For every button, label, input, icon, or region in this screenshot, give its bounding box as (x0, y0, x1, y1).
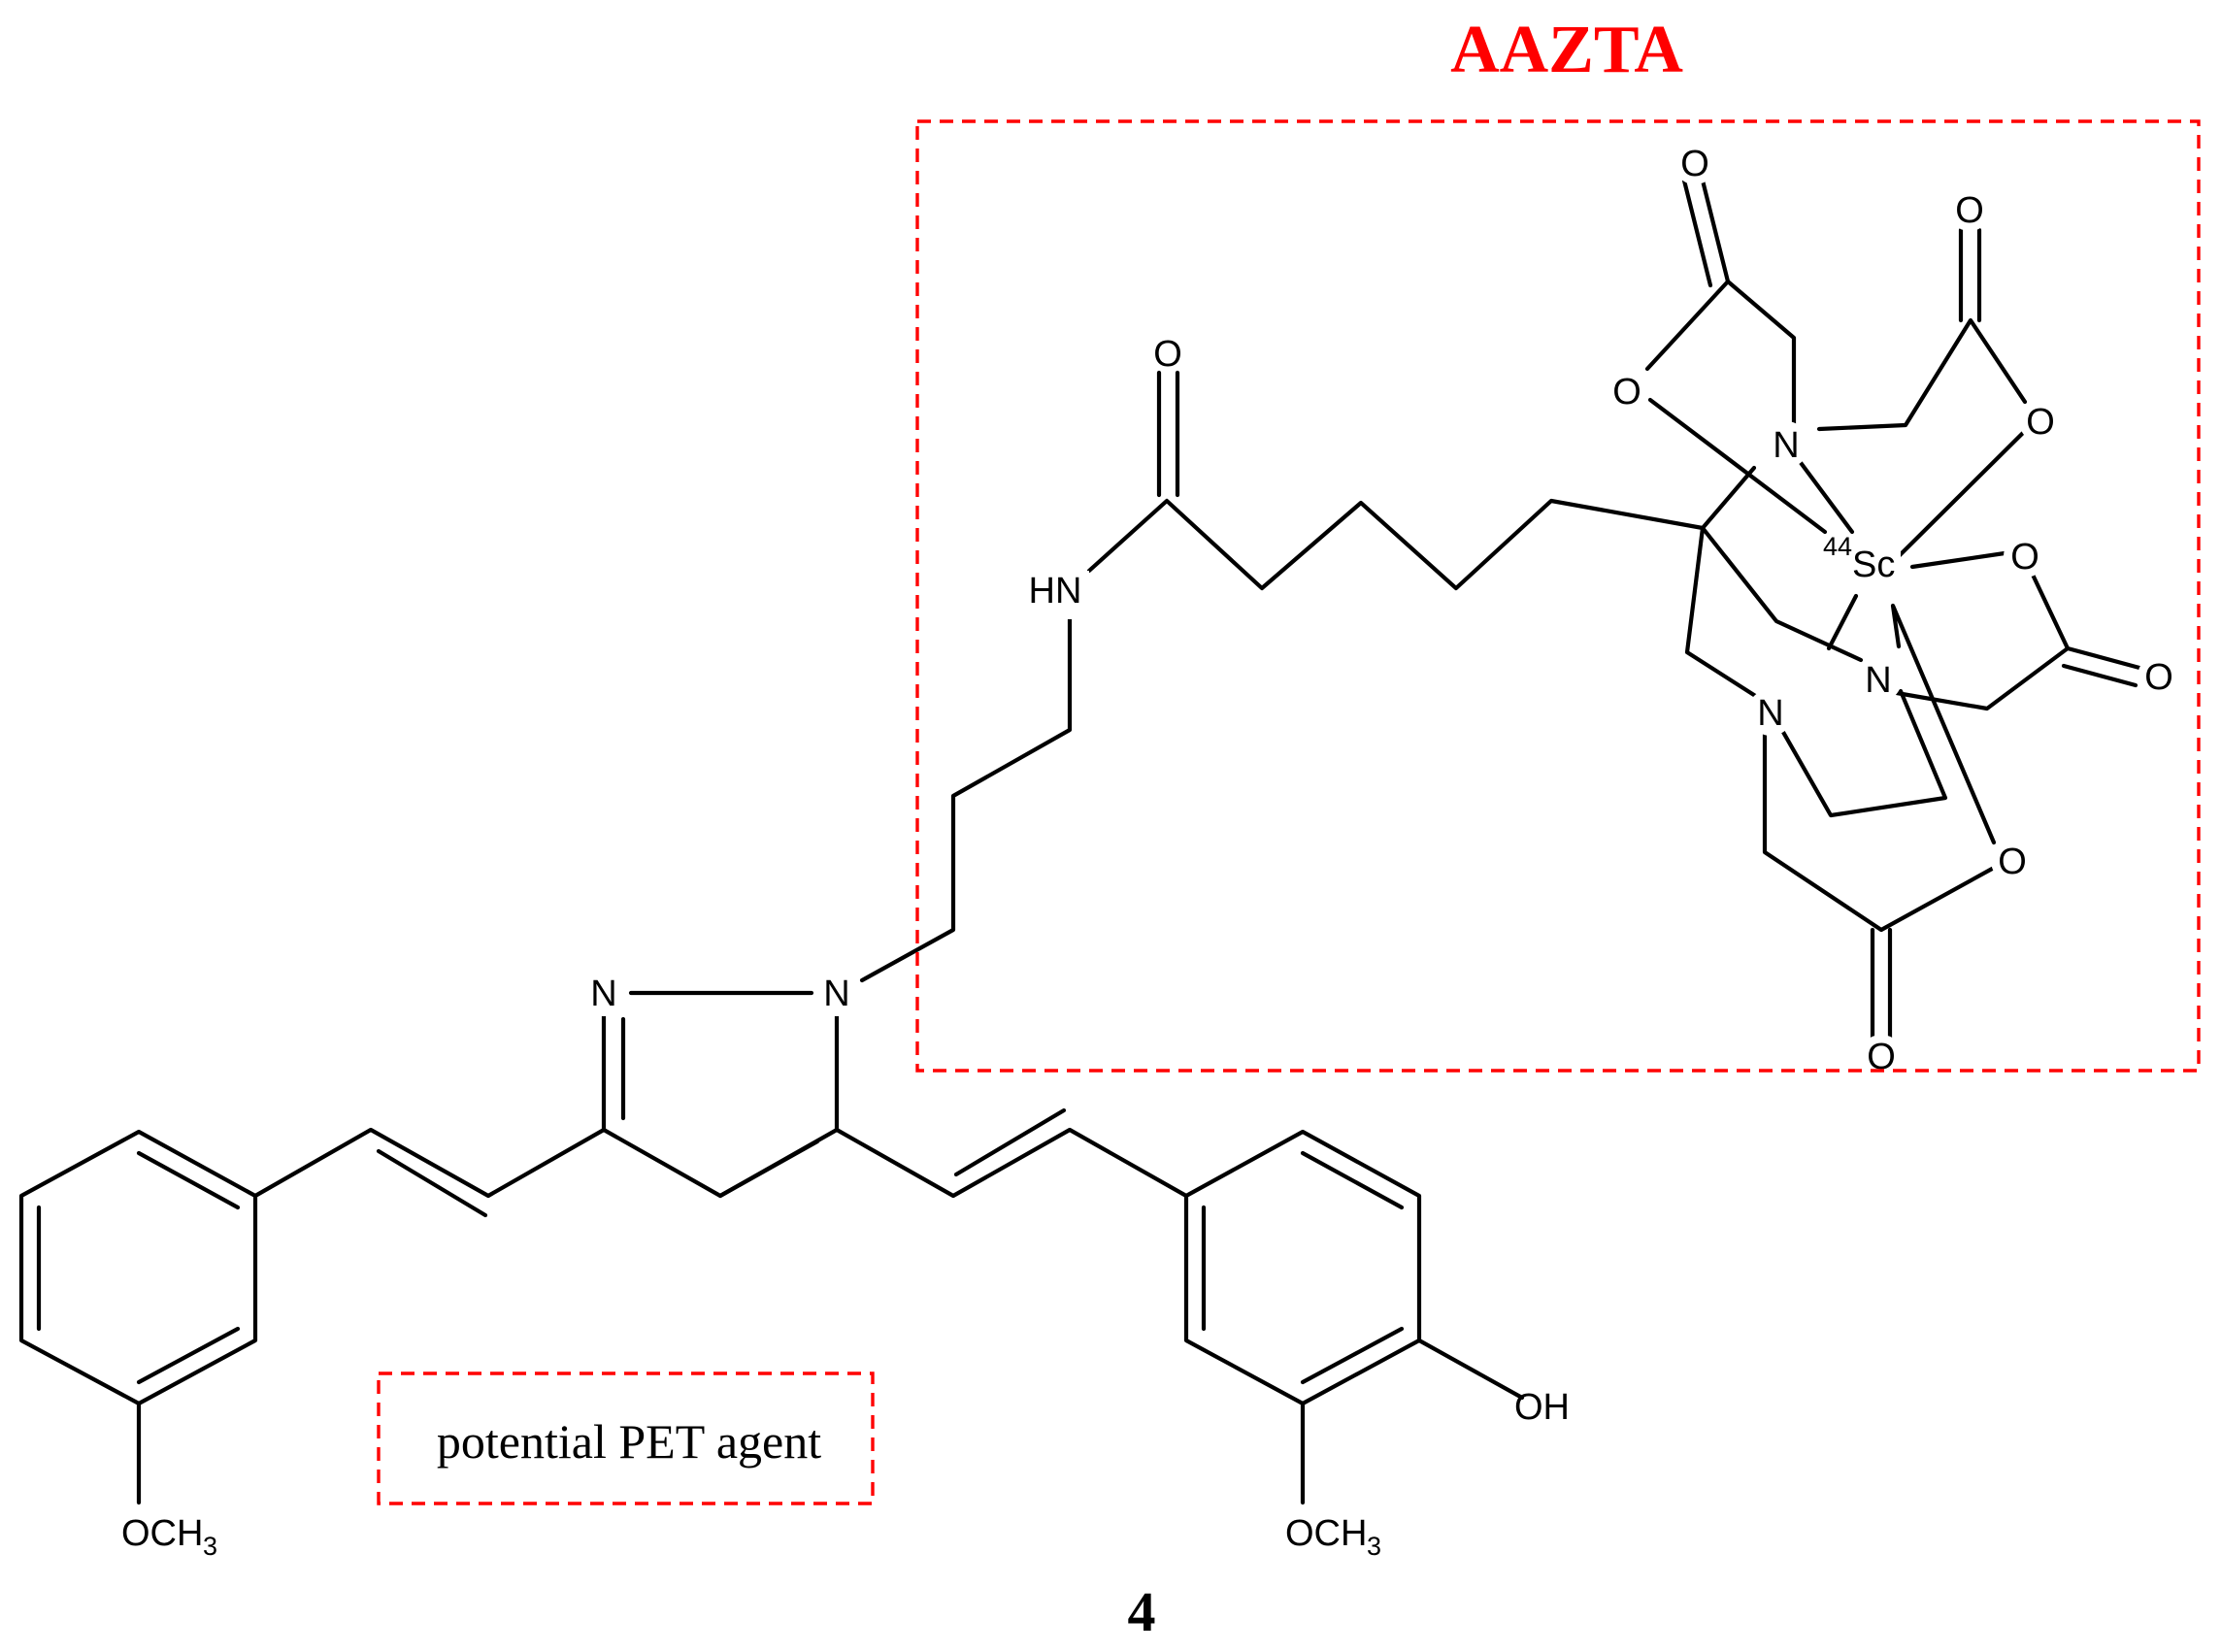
hydroxyl-bond (1416, 1338, 1525, 1401)
amide-nh: HN (1029, 571, 1082, 611)
carbonyl-oxygen-2: O (1955, 190, 1984, 231)
carbonyl-oxygen-3: O (2144, 657, 2173, 698)
svg-text:3: 3 (1367, 1532, 1381, 1561)
carboxylate-oxygen-1: O (1612, 372, 1641, 413)
left-methoxy-group: OCH 3 (121, 1513, 217, 1561)
left-vinylene (252, 1127, 607, 1199)
pyrazole-nitrogen-1: N (823, 974, 849, 1014)
carboxylate-arm-3 (1894, 572, 2071, 711)
aazta-core (1684, 465, 1948, 818)
pyrazole-nitrogen-2: N (590, 974, 616, 1014)
label-masks (580, 142, 2180, 1077)
aazta-title: AAZTA (1450, 13, 1683, 87)
caption-text: potential PET agent (437, 1414, 821, 1469)
carbonyl-2 (1958, 227, 1982, 323)
amide-carbonyl (1156, 370, 1180, 498)
atom-labels: O O O O O O O O O N N N 44 Sc HN N N OH … (121, 144, 2173, 1561)
carboxylate-arm-4 (1762, 717, 1997, 933)
left-benzene-inner-bonds (36, 1150, 241, 1385)
left-benzene-ring (18, 1129, 258, 1406)
carboxylate-arm-2 (1816, 317, 2028, 432)
right-benzene-inner-bonds (1201, 1150, 1405, 1385)
carboxylate-oxygen-2: O (2026, 402, 2055, 443)
aazta-highlight-box (915, 119, 2201, 1073)
right-methoxy-group: OCH 3 (1285, 1513, 1381, 1561)
amine-nitrogen-3: N (1757, 693, 1783, 734)
carboxylate-oxygen-3: O (2010, 537, 2039, 578)
carbonyl-oxygen-1: O (1680, 144, 1709, 184)
carbonyl-oxygen-5: O (1153, 334, 1182, 375)
hydroxyl-group: OH (1514, 1387, 1570, 1428)
left-vinylene-double (376, 1148, 488, 1218)
amide-chain (1086, 498, 1706, 591)
caption-box (377, 1371, 875, 1505)
right-vinylene-double (953, 1107, 1067, 1177)
coordination-bonds (1647, 397, 2028, 845)
svg-text:OCH: OCH (1285, 1513, 1367, 1554)
right-vinylene (834, 1127, 1189, 1199)
carbonyl-1 (1681, 174, 1731, 288)
carbonyl-3 (2061, 645, 2142, 688)
pyrazole-ring (601, 990, 840, 1199)
svg-text:OCH: OCH (121, 1513, 203, 1554)
compound-number: 4 (1128, 1580, 1156, 1643)
amine-nitrogen-1: N (1773, 425, 1799, 466)
right-benzene-ring (1183, 1129, 1422, 1406)
propyl-linker (859, 614, 1073, 983)
carboxylate-oxygen-4: O (1998, 842, 2027, 882)
bond-skeleton (18, 174, 2142, 1505)
svg-text:3: 3 (203, 1532, 217, 1561)
pyrazole-inner-bonds (620, 1016, 820, 1199)
scandium-isotope: 44 (1823, 532, 1852, 561)
carboxylate-arm-1 (1644, 279, 1797, 432)
carbonyl-4 (1870, 927, 1893, 1041)
scandium-symbol: Sc (1852, 545, 1895, 585)
amine-nitrogen-2: N (1865, 660, 1891, 701)
